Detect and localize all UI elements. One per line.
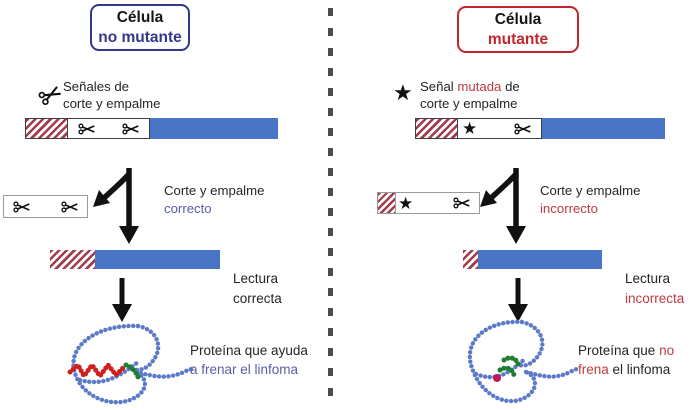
striped-exon-segment	[50, 250, 95, 269]
mutant-protein-illustration	[467, 319, 582, 404]
protein-line1-pre: Proteína que	[578, 343, 660, 358]
reading-label: Lectura correcta	[233, 269, 282, 309]
striped-exon-segment	[415, 118, 458, 139]
down-arrow	[508, 278, 528, 322]
splice-label-line2: incorrecto	[540, 201, 598, 216]
blue-exon-segment	[542, 118, 665, 139]
signal-label-line1: Señal mutada de	[420, 79, 520, 96]
pre-mrna-bar	[25, 118, 278, 139]
protein-label-line2: frena el linfoma	[578, 360, 674, 379]
star-icon: ★	[393, 80, 413, 105]
protein-label-line1: Proteína que no	[578, 341, 674, 360]
splice-label-line1: Corte y empalme	[164, 183, 265, 198]
intron-segment	[68, 118, 150, 139]
spliced-mrna-bar	[50, 250, 220, 269]
down-arrow	[112, 278, 132, 322]
splice-arrow	[93, 168, 139, 244]
normal-protein-illustration	[67, 323, 196, 405]
protein-line1-highlight-no: no	[659, 343, 675, 358]
blue-exon-segment	[478, 250, 602, 269]
reading-label: Lectura incorrecta	[625, 269, 684, 309]
signal-highlight-mutada: mutada	[457, 79, 502, 94]
intron-segment: ★	[458, 118, 542, 139]
misspliced-mrna-bar	[463, 250, 602, 269]
mutant-title-box: Célula mutante	[457, 6, 579, 53]
reading-label-line1: Lectura	[233, 271, 279, 286]
protein-label-line2: a frenar el linfoma	[190, 362, 299, 377]
scissors-icon	[13, 200, 30, 213]
scissors-icon	[453, 197, 470, 209]
pre-mrna-bar-mutant: ★	[415, 118, 665, 139]
star-icon: ★	[398, 193, 414, 213]
striped-exon-segment	[25, 118, 68, 139]
signal-label: Señales de corte y empalme	[63, 79, 160, 112]
star-icon: ★	[462, 119, 478, 138]
signal-label-line2: corte y empalme	[420, 95, 518, 111]
protein-line2-post: el linfoma	[608, 362, 671, 377]
signal-post: de	[501, 79, 520, 94]
scissors-icon	[37, 84, 63, 107]
protein-label: Proteína que ayuda a frenar el linfoma	[190, 341, 308, 379]
protein-label: Proteína que no frena el linfoma	[578, 341, 674, 379]
blue-exon-segment	[95, 250, 220, 269]
signal-label-line2: corte y empalme	[63, 95, 161, 111]
title-line1: Célula	[116, 8, 164, 26]
splice-arrow	[480, 168, 526, 244]
title-line2: mutante	[487, 30, 549, 48]
reading-label-line1: Lectura	[625, 271, 671, 286]
title-line1: Célula	[494, 10, 542, 28]
red-residue-dot	[493, 374, 501, 382]
signal-label-line1: Señales de	[63, 79, 129, 94]
blue-exon-segment	[150, 118, 278, 139]
scissors-icon	[122, 122, 139, 135]
splice-label-line1: Corte y empalme	[540, 183, 641, 198]
excised-fragment-box: ★	[377, 192, 480, 214]
scissors-icon	[78, 122, 95, 135]
splice-label-line2: correcto	[164, 201, 212, 216]
scissors-icon	[514, 122, 531, 135]
splice-label: Corte y empalme correcto	[164, 182, 264, 218]
splice-label: Corte y empalme incorrecto	[540, 182, 640, 218]
scissors-icon	[61, 200, 78, 213]
reading-label-line2: incorrecta	[625, 291, 685, 306]
excised-intron-box	[3, 195, 88, 218]
signal-label: Señal mutada de corte y empalme	[420, 79, 520, 112]
reading-label-line2: correcta	[233, 291, 282, 306]
panel-divider	[328, 8, 333, 404]
non-mutant-title-box: Célula no mutante	[90, 4, 190, 51]
striped-exon-fragment	[378, 193, 396, 213]
protein-line2-highlight-frena: frena	[578, 362, 609, 377]
signal-pre: Señal	[420, 79, 458, 94]
striped-exon-segment	[463, 250, 478, 269]
title-line2: no mutante	[98, 28, 182, 46]
protein-label-line1: Proteína que ayuda	[190, 343, 308, 358]
